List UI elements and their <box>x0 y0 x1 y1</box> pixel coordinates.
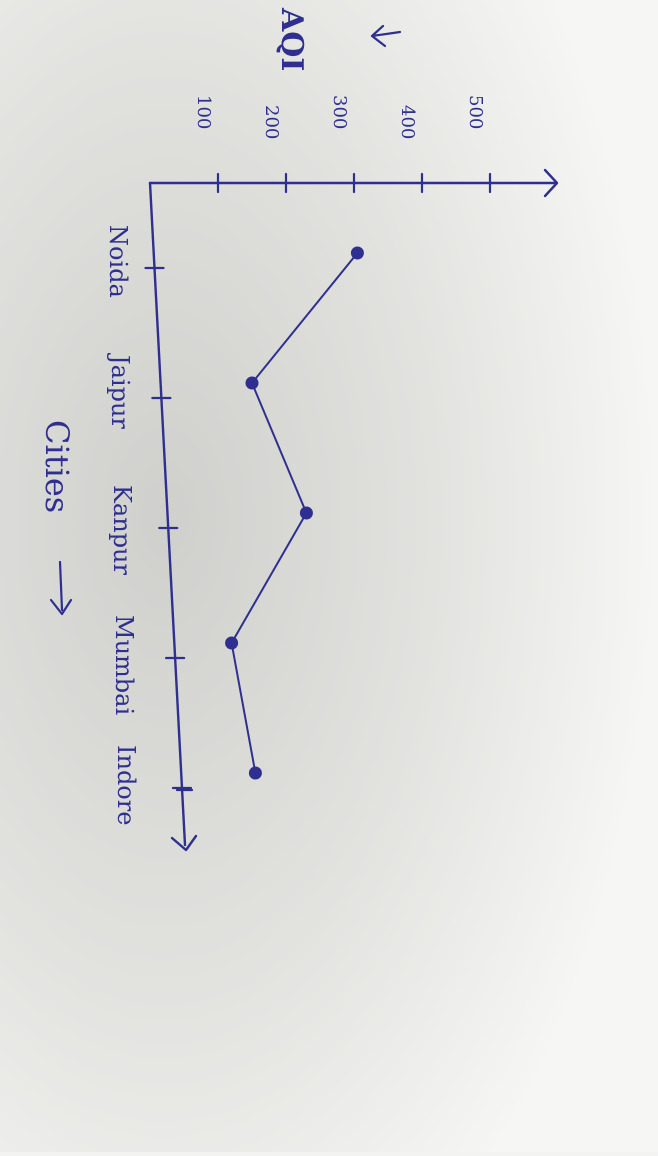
x-tick-label: Kanpur <box>108 485 136 576</box>
category-axis-arrowhead <box>170 834 198 852</box>
data-point <box>245 376 259 390</box>
data-point <box>248 766 262 780</box>
y-tick-label: 100 <box>193 95 214 129</box>
x-axis-title: Cities <box>38 420 76 513</box>
value-axis-arrowhead <box>543 168 559 198</box>
data-point <box>350 246 364 260</box>
y-axis-title: AQI <box>274 7 309 71</box>
x-tick-label: Jaipur <box>106 352 134 429</box>
x-tick-label: Noida <box>104 225 132 298</box>
y-tick-label: 400 <box>397 105 418 139</box>
y-tick-label: 300 <box>329 95 350 129</box>
x-axis-title-arrow <box>49 560 73 616</box>
y-tick-label: 200 <box>261 105 282 139</box>
data-point <box>225 636 239 650</box>
series-aqi <box>225 246 364 780</box>
x-tick-label: Indore <box>112 745 140 825</box>
data-point <box>299 506 313 520</box>
category-axis-line <box>148 181 187 847</box>
x-axis-title-group: Cities <box>38 420 76 616</box>
y-tick-label: 500 <box>465 95 486 129</box>
y-ticks: 100 200 300 400 500 <box>193 95 492 194</box>
y-axis-title-group: AQI <box>274 7 402 71</box>
y-axis-title-arrow <box>370 24 402 48</box>
x-tick-label: Mumbai <box>110 615 138 715</box>
